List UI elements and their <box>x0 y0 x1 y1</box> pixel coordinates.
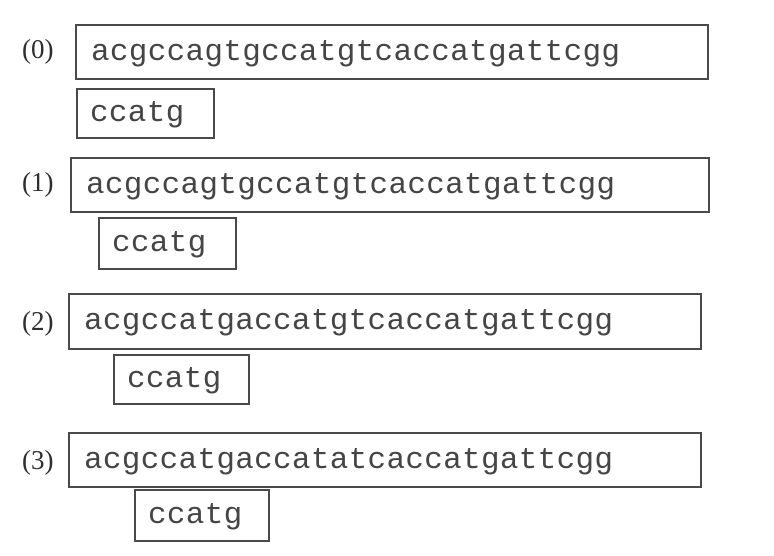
step-label-2: (2) <box>22 306 54 336</box>
text-string-box-2: acgccatgaccatgtcaccatgattcgg <box>68 293 702 350</box>
pattern-box-2: ccatg <box>113 354 250 405</box>
step-label-3: (3) <box>22 445 54 475</box>
text-string-box-1: acgccagtgccatgtcaccatgattcgg <box>70 157 710 213</box>
step-label-1: (1) <box>22 167 54 197</box>
pattern-box-0: ccatg <box>76 88 215 139</box>
step-label-0: (0) <box>22 34 54 64</box>
pattern-box-1: ccatg <box>98 217 237 270</box>
text-string-box-0: acgccagtgccatgtcaccatgattcgg <box>75 24 709 80</box>
pattern-box-3: ccatg <box>134 489 270 542</box>
text-string-box-3: acgccatgaccatatcaccatgattcgg <box>68 432 702 488</box>
